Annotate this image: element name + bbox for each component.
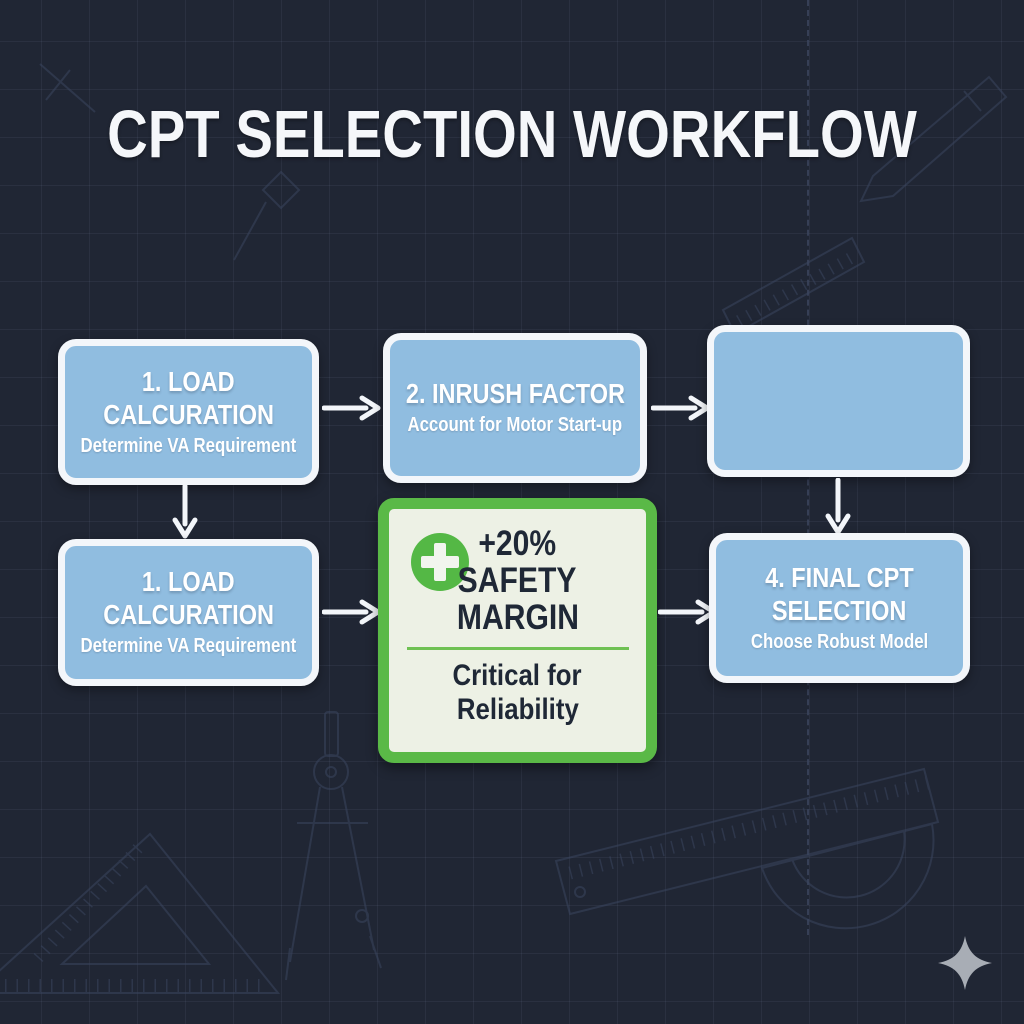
safety-margin-heading: MARGIN [456,598,579,637]
step-subtitle: Determine VA Requirement [80,434,297,457]
safety-margin-subtitle: Reliability [456,693,579,726]
arrow-step2-to-step3 [651,395,711,421]
step-heading: 1. LOAD [142,566,235,597]
step-heading: CALCURATION [103,599,274,630]
step4-final-cpt-selection-box: 4. FINAL CPT SELECTION Choose Robust Mod… [709,533,970,683]
step1-load-calculation-box-top: 1. LOAD CALCURATION Determine VA Require… [58,339,319,485]
sparkle-icon [938,936,992,990]
diamond-flag-icon [233,170,301,261]
arrow-step3-down [825,478,851,536]
safety-margin-value: +20% [478,524,557,563]
compass-icon [285,711,382,981]
step-heading: SELECTION [772,594,907,626]
safety-margin-heading: SAFETY [458,561,577,600]
page-title: CPT SELECTION WORKFLOW [107,97,917,172]
step-subtitle: Choose Robust Model [750,630,929,653]
arrow-step1-down [172,484,198,540]
step-heading: CALCURATION [103,398,274,430]
crossed-lines-icon [39,63,96,113]
step-heading: 4. FINAL CPT [765,561,914,593]
small-ruler-icon [721,236,866,336]
arrow-to-safety-margin [322,599,382,625]
green-divider [406,647,629,650]
pencil-icon [859,75,1008,203]
step3-empty-box [707,325,970,477]
step-heading: 2. INRUSH FACTOR [405,378,625,409]
arrow-step1-to-step2 [322,395,382,421]
safety-margin-box: +20% SAFETY MARGIN Critical for Reliabil… [378,498,657,763]
set-square-icon [0,832,281,994]
safety-margin-subtitle: Critical for [452,659,583,692]
step-subtitle: Account for Motor Start-up [407,414,623,436]
protractor-icon [760,822,935,930]
step2-inrush-factor-box: 2. INRUSH FACTOR Account for Motor Start… [383,333,647,483]
step-subtitle: Determine VA Requirement [80,635,297,657]
plus-icon [411,533,469,591]
step-heading: 1. LOAD [142,365,235,397]
long-ruler-icon [554,767,940,916]
step1-load-calculation-box-bottom: 1. LOAD CALCURATION Determine VA Require… [58,539,319,686]
